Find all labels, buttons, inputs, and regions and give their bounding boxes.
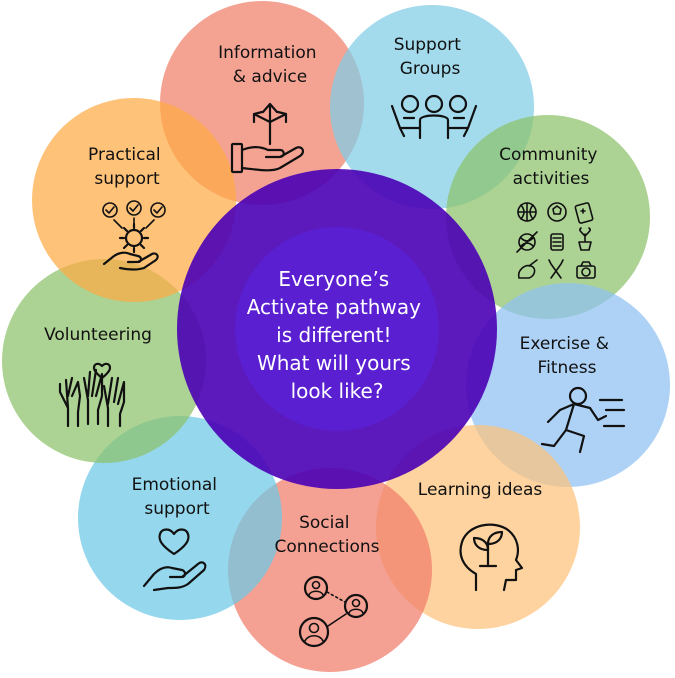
petal-label-volunteering: Volunteering: [44, 325, 152, 345]
center-line: Activate pathway: [247, 295, 421, 319]
label-line: Support: [394, 35, 462, 55]
petal-label-community: Community activities: [499, 145, 603, 189]
petal-label-exercise: Exercise & Fitness: [520, 334, 615, 378]
label-line: Emotional: [132, 475, 217, 495]
label-line: Community: [499, 145, 597, 165]
label-line: activities: [513, 169, 590, 189]
label-line: support: [94, 169, 160, 189]
petal-community: [446, 115, 650, 319]
center-line: What will yours: [257, 351, 411, 375]
label-line: Social: [299, 513, 349, 533]
petal-emotional: [78, 416, 282, 620]
petal-label-emotional: Emotional support: [132, 475, 223, 519]
center-core: [235, 227, 439, 431]
running-person-icon: [540, 386, 626, 454]
petal-label-information: Information & advice: [218, 43, 322, 87]
label-line: Exercise &: [520, 334, 609, 354]
head-sprout-icon: [459, 523, 524, 592]
petal-label-learning: Learning ideas: [418, 480, 543, 500]
petal-circles: [2, 1, 670, 672]
label-line: Connections: [274, 537, 379, 557]
petal-volunteering: [2, 259, 206, 463]
petal-labels: Information & advice Support Groups Comm…: [44, 35, 615, 557]
hand-gear-icon: [102, 200, 166, 271]
label-line: Volunteering: [44, 325, 152, 345]
petal-practical: [32, 98, 236, 302]
label-line: & advice: [233, 67, 307, 87]
label-line: Practical: [88, 145, 161, 165]
center-line: look like?: [291, 379, 384, 403]
petal-label-practical: Practical support: [88, 145, 166, 189]
center-line: Everyone’s: [278, 267, 389, 291]
label-line: Groups: [400, 59, 461, 79]
connected-people-icon: [298, 575, 369, 648]
label-line: support: [144, 499, 210, 519]
activities-grid-icon: [516, 202, 596, 279]
center-line: is different!: [276, 323, 391, 347]
label-line: Fitness: [538, 358, 597, 378]
hand-arrows-icon: [230, 102, 305, 174]
raised-hands-icon: [58, 362, 126, 428]
label-line: Information: [218, 43, 316, 63]
center-text: Everyone’s Activate pathway is different…: [247, 267, 428, 403]
petal-label-social: Social Connections: [274, 513, 379, 557]
hand-heart-icon: [142, 528, 207, 592]
group-people-icon: [390, 94, 478, 140]
petal-label-support-groups: Support Groups: [394, 35, 467, 79]
label-line: Learning ideas: [418, 480, 543, 500]
